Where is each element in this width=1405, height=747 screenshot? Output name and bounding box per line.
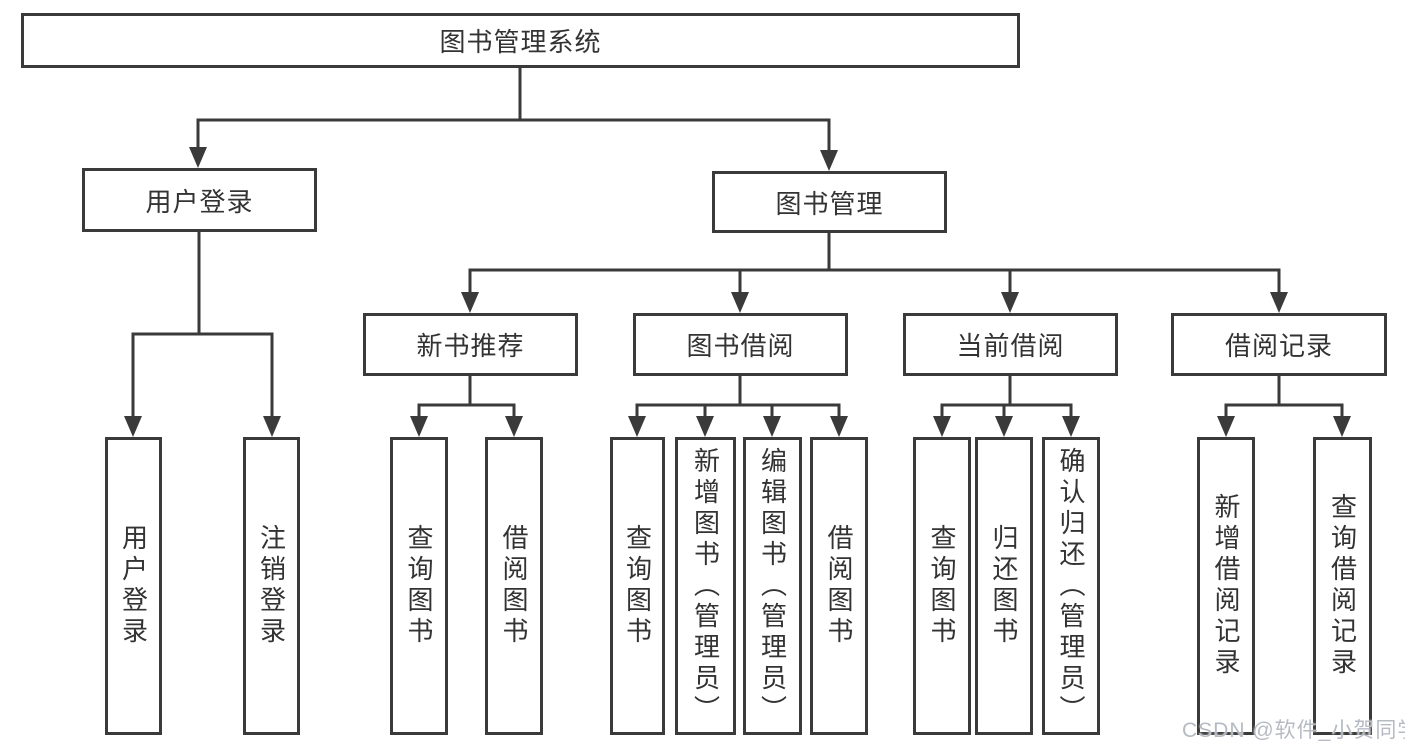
node-label: 新书推荐 bbox=[416, 331, 525, 361]
arrow-down-icon bbox=[1217, 416, 1235, 437]
arrow-down-icon bbox=[410, 416, 428, 437]
leaf-query-books-recommend: 查询图书 bbox=[390, 437, 448, 735]
arrow-down-icon bbox=[1001, 292, 1019, 313]
leaf-logout: 注销登录 bbox=[243, 437, 300, 735]
arrow-down-icon bbox=[696, 416, 714, 437]
leaf-query-books-current: 查询图书 bbox=[913, 437, 971, 735]
leaf-borrow-books: 借阅图书 bbox=[810, 437, 868, 735]
node-label: 查询图书 bbox=[927, 524, 957, 648]
arrow-down-icon bbox=[1062, 416, 1080, 437]
node-label: 编辑图书（管理员） bbox=[757, 446, 788, 726]
node-label: 新增借阅记录 bbox=[1211, 493, 1241, 679]
leaf-add-borrow-record: 新增借阅记录 bbox=[1197, 437, 1255, 735]
node-label: 新增图书（管理员） bbox=[690, 446, 721, 726]
node-label: 借阅图书 bbox=[824, 524, 854, 648]
node-label: 用户登录 bbox=[118, 524, 149, 648]
arrow-down-icon bbox=[1333, 416, 1351, 437]
arrowheads bbox=[124, 147, 1351, 437]
arrow-down-icon bbox=[731, 292, 749, 313]
arrow-down-icon bbox=[461, 292, 479, 313]
node-label: 确认归还（管理员） bbox=[1056, 446, 1086, 726]
node-label: 图书管理系统 bbox=[439, 27, 602, 57]
node-label: 图书借阅 bbox=[686, 331, 795, 361]
leaf-query-borrow-record: 查询借阅记录 bbox=[1313, 437, 1372, 735]
watermark: CSDN @软件_小贺同学 bbox=[1182, 719, 1405, 742]
leaf-edit-books-admin: 编辑图书（管理员） bbox=[743, 437, 802, 735]
node-user-login: 用户登录 bbox=[82, 168, 317, 232]
node-label: 图书管理 bbox=[775, 188, 884, 219]
node-library-management-system: 图书管理系统 bbox=[21, 13, 1020, 68]
leaf-add-books-admin: 新增图书（管理员） bbox=[675, 437, 736, 735]
node-new-book-recommendation: 新书推荐 bbox=[363, 313, 578, 376]
tree-edges bbox=[131, 68, 1344, 421]
arrow-down-icon bbox=[124, 416, 142, 437]
arrow-down-icon bbox=[1270, 292, 1288, 313]
node-label: 注销登录 bbox=[256, 524, 287, 648]
node-borrowing-records: 借阅记录 bbox=[1171, 313, 1387, 376]
node-label: 借阅图书 bbox=[499, 524, 529, 648]
arrow-down-icon bbox=[763, 416, 781, 437]
node-book-borrowing: 图书借阅 bbox=[633, 313, 848, 376]
node-current-borrowing: 当前借阅 bbox=[903, 313, 1118, 376]
node-label: 借阅记录 bbox=[1224, 331, 1333, 361]
leaf-return-books: 归还图书 bbox=[975, 437, 1033, 735]
arrow-down-icon bbox=[189, 147, 207, 168]
leaf-user-login: 用户登录 bbox=[105, 437, 162, 735]
node-label: 用户登录 bbox=[145, 186, 254, 217]
leaf-query-books-borrow: 查询图书 bbox=[610, 437, 665, 735]
arrow-down-icon bbox=[263, 416, 281, 437]
node-label: 查询借阅记录 bbox=[1327, 493, 1358, 679]
leaf-confirm-return-admin: 确认归还（管理员） bbox=[1042, 437, 1100, 735]
arrow-down-icon bbox=[820, 150, 838, 171]
arrow-down-icon bbox=[995, 416, 1013, 437]
node-label: 归还图书 bbox=[989, 524, 1019, 648]
arrow-down-icon bbox=[505, 416, 523, 437]
node-label: 查询图书 bbox=[404, 524, 434, 648]
arrow-down-icon bbox=[830, 416, 848, 437]
node-book-management: 图书管理 bbox=[712, 171, 947, 233]
leaf-borrow-books-recommend: 借阅图书 bbox=[485, 437, 543, 735]
arrow-down-icon bbox=[628, 416, 646, 437]
node-label: 当前借阅 bbox=[956, 331, 1065, 361]
node-label: 查询图书 bbox=[622, 524, 653, 648]
arrow-down-icon bbox=[933, 416, 951, 437]
